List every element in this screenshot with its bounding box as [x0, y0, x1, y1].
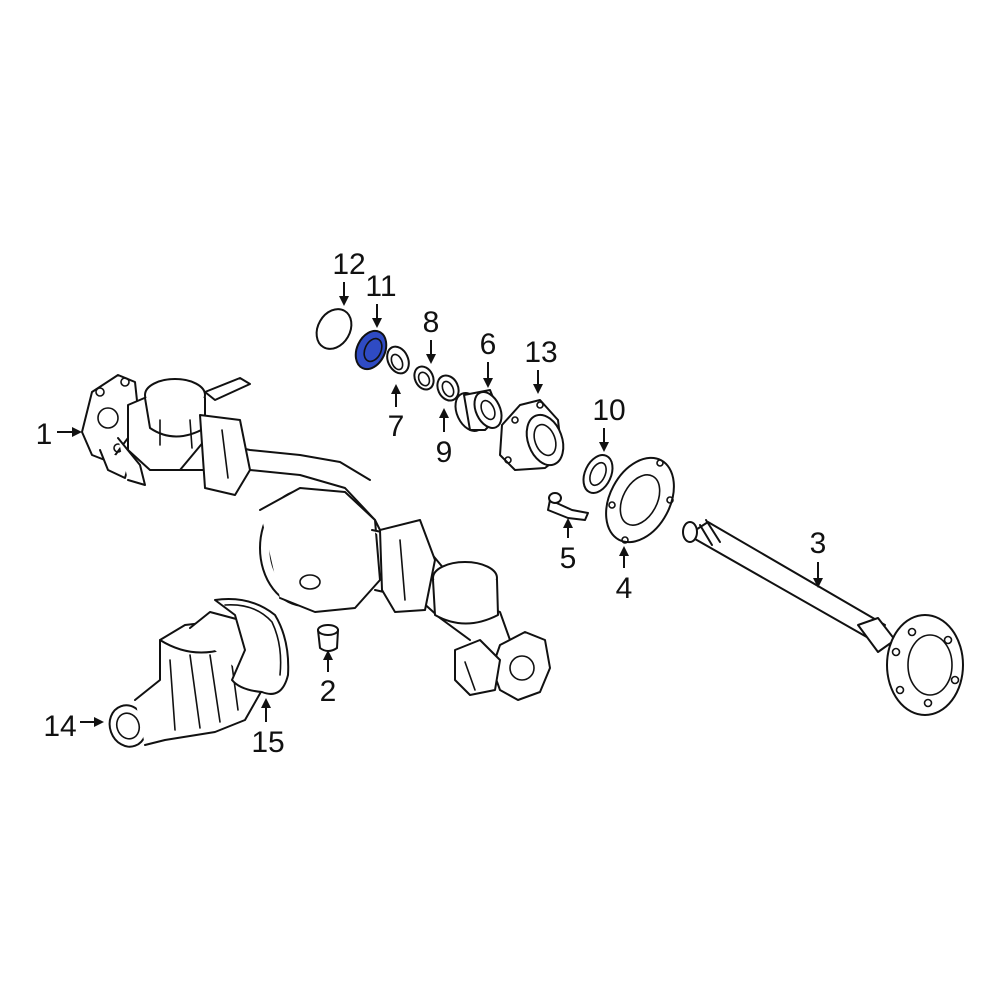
callout-14[interactable]: 14 [43, 710, 76, 743]
arrow-2 [323, 650, 333, 660]
callout-8[interactable]: 8 [423, 306, 440, 339]
callout-9[interactable]: 9 [436, 436, 453, 469]
arrow-10 [599, 442, 609, 452]
arrow-8 [426, 354, 436, 364]
bearing-retainer[interactable] [499, 399, 570, 471]
arrow-14 [94, 717, 104, 727]
callout-5[interactable]: 5 [560, 542, 577, 575]
callout-11[interactable]: 11 [365, 270, 396, 303]
spacer-ring[interactable] [411, 363, 437, 392]
callout-2[interactable]: 2 [320, 675, 337, 708]
wheel-bearing[interactable] [450, 388, 507, 436]
carrier-gasket[interactable] [214, 598, 290, 695]
oil-seal[interactable] [578, 450, 618, 497]
arrow-6 [483, 378, 493, 388]
arrow-13 [533, 384, 543, 394]
callout-6[interactable]: 6 [480, 328, 497, 361]
callout-13[interactable]: 13 [524, 336, 557, 369]
arrow-12 [339, 296, 349, 306]
arrow-15 [261, 698, 271, 708]
breather-plug[interactable] [317, 624, 339, 652]
callout-3[interactable]: 3 [810, 527, 827, 560]
arrow-1 [72, 427, 82, 437]
axle-shaft[interactable] [682, 519, 964, 716]
axle-housing[interactable] [81, 374, 551, 701]
callout-7[interactable]: 7 [388, 410, 405, 443]
callout-10[interactable]: 10 [592, 394, 625, 427]
retainer-ring[interactable] [383, 343, 413, 377]
callout-12[interactable]: 12 [332, 248, 365, 281]
arrow-4 [619, 546, 629, 556]
arrow-5 [563, 518, 573, 528]
arrow-9 [439, 408, 449, 418]
pinion-seal-highlighted[interactable] [350, 326, 392, 374]
callout-1[interactable]: 1 [36, 418, 53, 451]
arrow-3 [813, 578, 823, 588]
axle-gasket[interactable] [592, 446, 687, 554]
callout-4[interactable]: 4 [616, 572, 633, 605]
callout-15[interactable]: 15 [251, 726, 284, 759]
o-ring[interactable] [310, 303, 359, 355]
washer-ring[interactable] [433, 372, 462, 404]
wheel-stud[interactable] [547, 492, 589, 521]
arrow-11 [372, 318, 382, 328]
arrow-7 [391, 384, 401, 394]
